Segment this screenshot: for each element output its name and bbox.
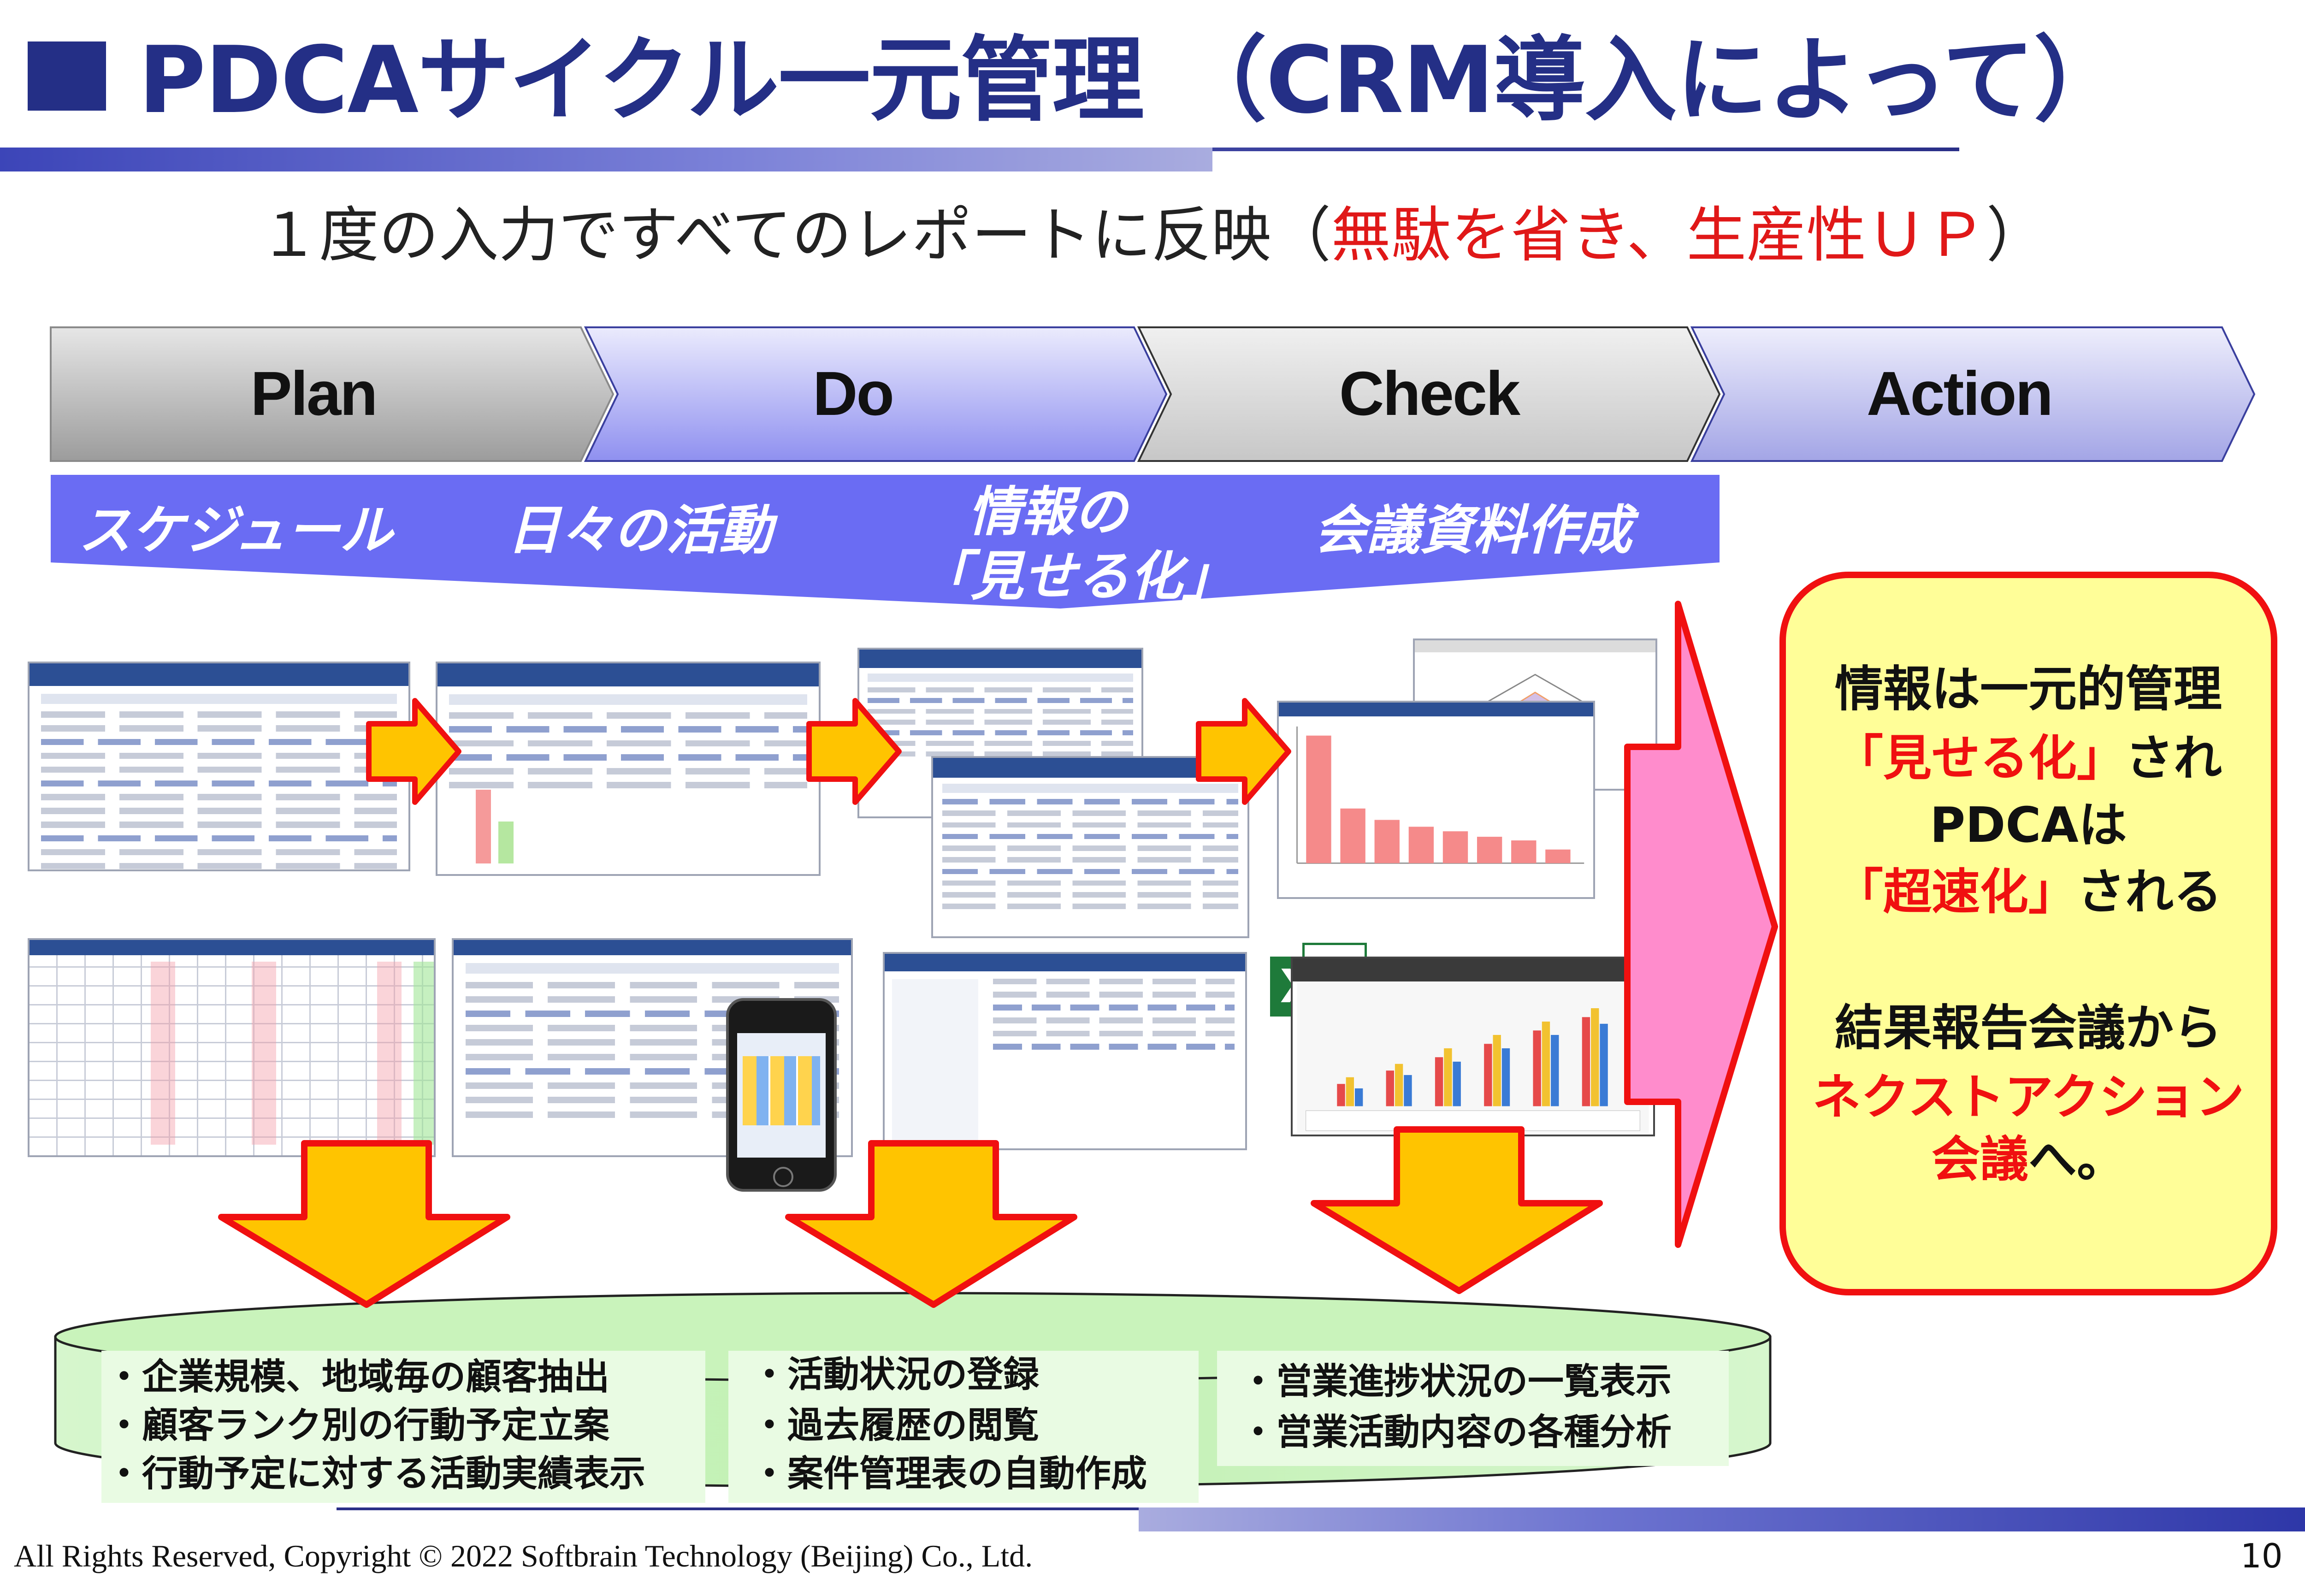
footer-accent-bar	[1139, 1507, 2305, 1531]
phase-label-check: Check	[1339, 359, 1521, 428]
banner-visibility-1: 情報の	[968, 481, 1130, 543]
result-line-6: ネクストアクション	[1779, 1065, 2277, 1129]
timeline-screenshot	[883, 952, 1247, 1150]
down-arrow-2	[785, 1140, 1077, 1308]
result-line-1: 情報は一元的管理	[1834, 661, 2222, 717]
activity-banner: スケジュール 日々の活動 情報の 「見せる化」 会議資料作成	[51, 475, 1720, 609]
list-item: ・企業規模、地域毎の顧客抽出	[106, 1356, 610, 1398]
banner-daily-activity: 日々の活動	[507, 500, 778, 562]
bar-chart-screenshot	[1277, 701, 1595, 899]
crm-customer-form-screenshot	[28, 662, 410, 871]
result-line-2: 「見せる化」され	[1779, 726, 2277, 791]
result-line-4: 「超速化」される	[1779, 860, 2277, 924]
copyright-text: All Rights Reserved, Copyright © 2022 So…	[14, 1538, 1033, 1573]
list-item: ・過去履歴の閲覧	[751, 1405, 1040, 1446]
phase-arrow-action	[1690, 326, 2256, 462]
list-panel-check	[1217, 1351, 1729, 1466]
list-item: ・営業進捗状況の一覧表示	[1240, 1361, 1672, 1402]
pdca-phase-arrows: Plan Do Check Action	[50, 326, 2256, 462]
flow-arrow-2	[806, 698, 902, 805]
crm-dashboard-screenshot	[436, 662, 821, 876]
down-arrow-3	[1311, 1126, 1603, 1294]
flow-arrow-3	[1196, 698, 1291, 805]
list-panel-plan	[101, 1351, 705, 1503]
subtitle-suffix: ）	[1986, 200, 2046, 270]
slide-title: PDCAサイクル一元管理 （CRM導入によって）	[138, 27, 2126, 134]
subtitle-prefix: １度の入力ですべてのレポートに反映（	[259, 200, 1331, 270]
list-item: ・案件管理表の自動作成	[751, 1453, 1147, 1495]
monthly-schedule-screenshot	[28, 938, 436, 1157]
result-line-2-red: 「見せる化」	[1834, 730, 2125, 786]
list-item: ・行動予定に対する活動実績表示	[106, 1453, 646, 1495]
list-panel-do	[728, 1351, 1199, 1503]
big-result-arrow	[1624, 601, 1778, 1248]
flow-arrow-1	[366, 698, 461, 805]
page-number: 10	[2240, 1537, 2283, 1575]
smartphone-icon	[726, 998, 837, 1192]
down-arrow-1	[218, 1140, 510, 1308]
result-line-6-red: ネクストアクション	[1812, 1069, 2245, 1125]
phase-label-do: Do	[813, 359, 893, 428]
list-item: ・営業活動内容の各種分析	[1240, 1412, 1672, 1453]
result-line-7-black: へ。	[2028, 1131, 2126, 1188]
phase-arrow-plan	[50, 326, 615, 462]
banner-visibility-2: 「見せる化」	[917, 546, 1235, 608]
crm-case-table-screenshot	[931, 756, 1249, 938]
result-line-2-black: され	[2125, 730, 2222, 786]
subtitle: １度の入力ですべてのレポートに反映（無駄を省き、生産性ＵＰ）	[0, 198, 2305, 272]
list-item: ・顧客ランク別の行動予定立案	[106, 1405, 610, 1446]
result-line-7-red: 会議	[1931, 1131, 2028, 1188]
excel-chart-screenshot	[1291, 957, 1655, 1136]
phase-arrow-do	[584, 326, 1168, 462]
result-line-7: 会議へ。	[1779, 1127, 2277, 1192]
title-underline-accent	[0, 148, 1212, 171]
result-line-3: PDCAは	[1930, 797, 2127, 853]
result-line-4-red: 「超速化」	[1834, 864, 2077, 920]
result-line-5: 結果報告会議から	[1834, 1000, 2222, 1056]
banner-schedule: スケジュール	[78, 500, 395, 562]
phase-arrow-check	[1137, 326, 1721, 462]
result-line-4-black: される	[2077, 864, 2222, 920]
list-item: ・活動状況の登録	[751, 1354, 1040, 1395]
result-summary-box	[1779, 572, 2277, 1295]
phase-label-action: Action	[1867, 359, 2052, 428]
phase-label-plan: Plan	[250, 359, 376, 428]
title-square-icon	[28, 41, 106, 111]
banner-meeting-docs: 会議資料作成	[1314, 500, 1639, 562]
subtitle-highlight: 無駄を省き、生産性ＵＰ	[1331, 200, 1986, 270]
